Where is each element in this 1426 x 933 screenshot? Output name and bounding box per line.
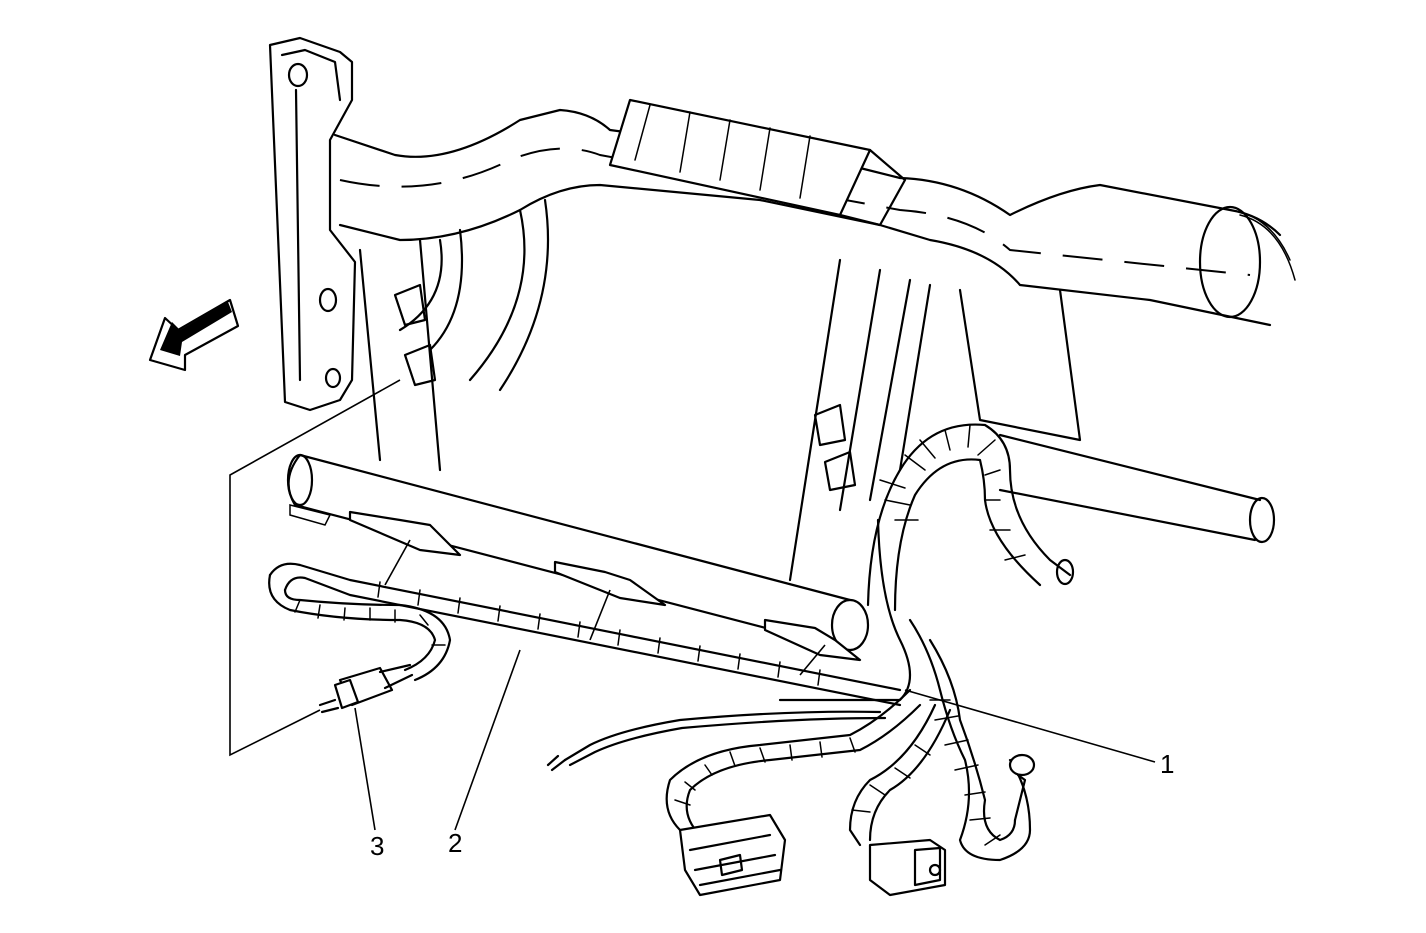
callout-leaders — [229, 379, 1156, 831]
lower-harness — [268, 562, 902, 707]
callout-3: 3 — [370, 831, 384, 861]
harness-trunk — [778, 423, 1075, 862]
callout-2: 2 — [448, 828, 462, 858]
lower-tube — [286, 453, 870, 652]
inline-connector — [318, 663, 414, 714]
callout-1: 1 — [1160, 749, 1174, 779]
upper-module — [608, 98, 907, 227]
mounting-clips — [348, 510, 862, 662]
harness-branches — [546, 688, 1036, 847]
left-bracket — [268, 36, 357, 412]
cross-car-beam — [333, 108, 1296, 327]
right-lower-tube — [998, 433, 1276, 544]
connectors — [678, 813, 947, 897]
front-direction-arrow-icon — [148, 298, 240, 372]
center-support — [358, 198, 1082, 582]
